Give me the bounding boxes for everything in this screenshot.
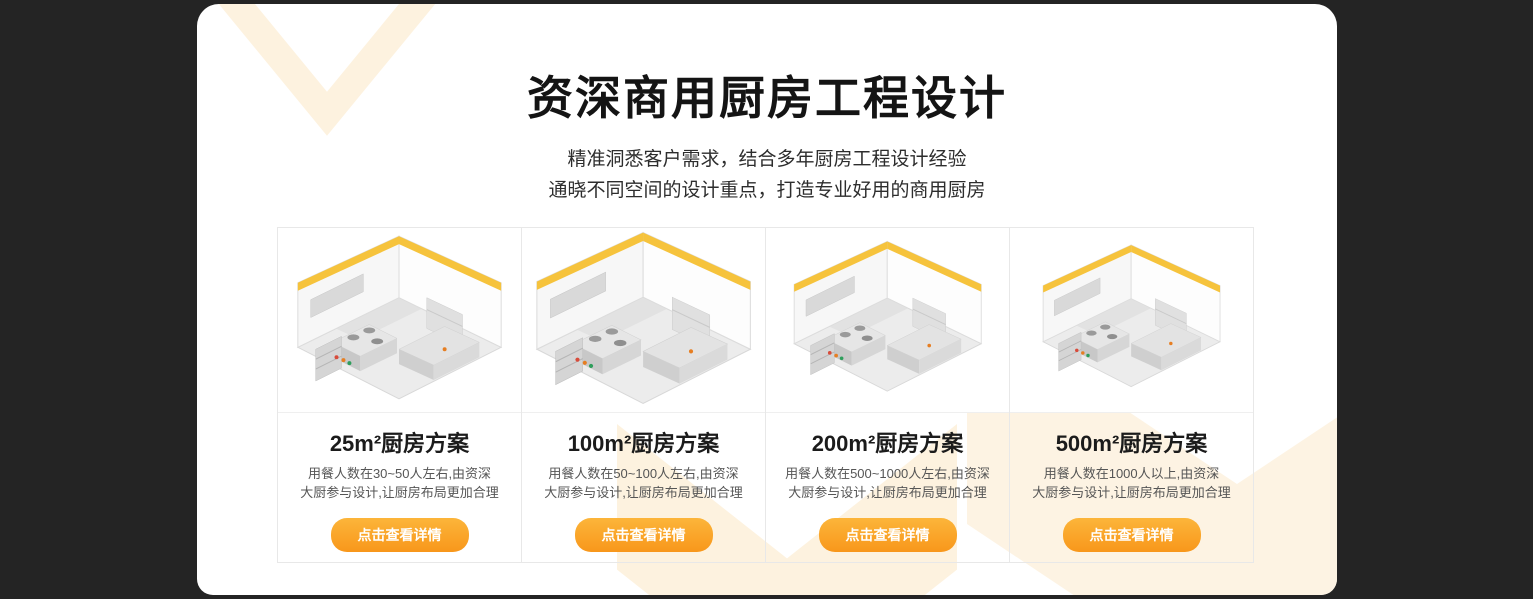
- kitchen-render-image: [522, 228, 765, 413]
- section-header: 资深商用厨房工程设计 精准洞悉客户需求，结合多年厨房工程设计经验 通晓不同空间的…: [197, 4, 1337, 207]
- subtitle-line-2: 通晓不同空间的设计重点，打造专业好用的商用厨房: [548, 180, 986, 202]
- content-card: 资深商用厨房工程设计 精准洞悉客户需求，结合多年厨房工程设计经验 通晓不同空间的…: [197, 4, 1337, 595]
- plan-card-100m2: 100m²厨房方案 用餐人数在50~100人左右,由资深 大厨参与设计,让厨房布…: [521, 227, 766, 563]
- plan-card-25m2: 25m²厨房方案 用餐人数在30~50人左右,由资深 大厨参与设计,让厨房布局更…: [277, 227, 522, 563]
- plan-description-line-1: 用餐人数在500~1000人左右,由资深: [785, 466, 990, 481]
- view-details-button[interactable]: 点击查看详情: [818, 517, 957, 552]
- kitchen-render-image: [1010, 228, 1253, 413]
- plan-card-200m2: 200m²厨房方案 用餐人数在500~1000人左右,由资深 大厨参与设计,让厨…: [765, 227, 1010, 563]
- plan-title: 500m²厨房方案: [1055, 431, 1208, 456]
- view-details-button[interactable]: 点击查看详情: [330, 517, 469, 552]
- plan-description-line-2: 大厨参与设计,让厨房布局更加合理: [1032, 484, 1231, 500]
- subtitle-line-1: 精准洞悉客户需求，结合多年厨房工程设计经验: [567, 149, 967, 170]
- view-details-button[interactable]: 点击查看详情: [1062, 517, 1201, 552]
- plan-description-line-2: 大厨参与设计,让厨房布局更加合理: [788, 484, 987, 500]
- plan-description: 用餐人数在1000人以上,由资深 大厨参与设计,让厨房布局更加合理: [1010, 465, 1253, 503]
- plan-description-line-1: 用餐人数在1000人以上,由资深: [1043, 466, 1220, 481]
- plan-description: 用餐人数在30~50人左右,由资深 大厨参与设计,让厨房布局更加合理: [278, 465, 521, 503]
- plan-card-row: 25m²厨房方案 用餐人数在30~50人左右,由资深 大厨参与设计,让厨房布局更…: [277, 227, 1259, 563]
- plan-description-line-1: 用餐人数在30~50人左右,由资深: [307, 466, 492, 481]
- kitchen-render-image: [278, 228, 521, 413]
- kitchen-render-image: [766, 228, 1009, 413]
- plan-description: 用餐人数在50~100人左右,由资深 大厨参与设计,让厨房布局更加合理: [522, 465, 765, 503]
- plan-title: 200m²厨房方案: [811, 431, 964, 456]
- plan-description: 用餐人数在500~1000人左右,由资深 大厨参与设计,让厨房布局更加合理: [766, 465, 1009, 503]
- plan-description-line-2: 大厨参与设计,让厨房布局更加合理: [544, 484, 743, 500]
- page-title: 资深商用厨房工程设计: [527, 72, 1007, 124]
- plan-description-line-1: 用餐人数在50~100人左右,由资深: [548, 466, 739, 481]
- plan-card-500m2: 500m²厨房方案 用餐人数在1000人以上,由资深 大厨参与设计,让厨房布局更…: [1009, 227, 1254, 563]
- plan-title: 100m²厨房方案: [567, 431, 720, 456]
- plan-title: 25m²厨房方案: [329, 431, 470, 456]
- section-subtitle: 精准洞悉客户需求，结合多年厨房工程设计经验 通晓不同空间的设计重点，打造专业好用…: [197, 144, 1337, 207]
- view-details-button[interactable]: 点击查看详情: [574, 517, 713, 552]
- plan-description-line-2: 大厨参与设计,让厨房布局更加合理: [300, 484, 499, 500]
